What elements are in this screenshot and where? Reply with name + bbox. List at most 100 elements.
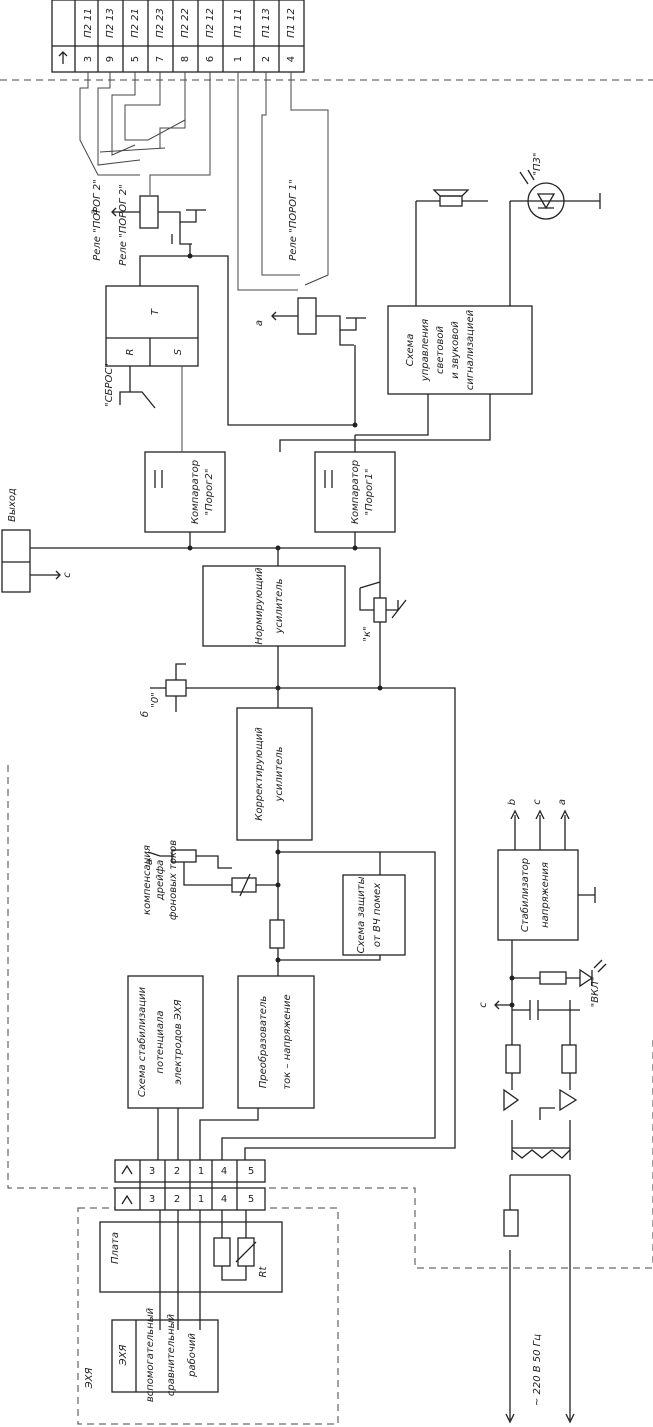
- relay2-contacts: [79, 72, 211, 195]
- svg-text:2: 2: [174, 1194, 180, 1205]
- svg-text:5: 5: [248, 1166, 254, 1177]
- comparator-1: Компаратор "Порог1": [314, 451, 396, 533]
- svg-text:4: 4: [221, 1194, 227, 1205]
- trigger: Т R S: [105, 285, 199, 367]
- wire: [279, 201, 511, 452]
- svg-text:а: а: [557, 799, 568, 805]
- svg-text:а: а: [144, 859, 155, 865]
- mains-label: ~ 220 В 50 Гц: [532, 1334, 543, 1406]
- svg-text:Корректирующий: Корректирующий: [254, 727, 265, 821]
- normalizing-amplifier: Нормирующий усилитель: [202, 565, 346, 647]
- svg-text:"ВКЛ": "ВКЛ": [590, 977, 601, 1008]
- svg-text:"к": "к": [362, 626, 373, 641]
- device-boundary: [7, 765, 653, 1269]
- relay2-coil: а Реле "ПОРОГ 2": [89, 179, 206, 261]
- power-supply: с "ВКЛ": [478, 940, 607, 1424]
- relay2-caption: Реле "ПОРОГ 2": [118, 184, 129, 266]
- svg-text:Компаратор: Компаратор: [190, 460, 201, 524]
- wire: [199, 1108, 259, 1160]
- svg-text:сравнительный: сравнительный: [166, 1313, 177, 1396]
- svg-text:Схема: Схема: [405, 334, 416, 367]
- svg-text:с: с: [478, 1002, 489, 1008]
- svg-text:1: 1: [198, 1194, 204, 1205]
- pin-code: П1 12: [286, 8, 297, 38]
- svg-text:с: с: [532, 799, 543, 805]
- relay2-label: Реле "ПОРОГ 2": [92, 179, 103, 261]
- lamp-label: "П3": [532, 152, 543, 175]
- pin-number: 8: [180, 56, 191, 62]
- svg-text:напряжения: напряжения: [540, 862, 551, 928]
- svg-text:4: 4: [221, 1166, 227, 1177]
- svg-text:Преобразователь: Преобразователь: [257, 996, 269, 1089]
- sensor-boundary: [77, 1207, 339, 1425]
- svg-text:Схема стабилизации: Схема стабилизации: [136, 986, 148, 1097]
- middle-connector: 3 2 1 4 5 3 2 1 4 5: [114, 1159, 266, 1211]
- wire: [190, 255, 356, 426]
- plate-block: Плата Rt: [99, 1210, 283, 1293]
- svg-text:"Порог2": "Порог2": [204, 469, 215, 516]
- alarm-circuit-block: Схема управления световой и звуковой сиг…: [387, 305, 533, 395]
- lamp-icon: "П3": [510, 152, 601, 220]
- svg-text:компенсация: компенсация: [142, 845, 153, 915]
- svg-text:и звуковой: и звуковой: [450, 321, 461, 379]
- svg-text:фоновых токов: фоновых токов: [168, 840, 179, 920]
- svg-text:ЭХЯ: ЭХЯ: [84, 1368, 95, 1390]
- svg-text:Выход: Выход: [7, 488, 18, 522]
- pin-code: П2 13: [105, 8, 116, 38]
- pin-number: 4: [286, 56, 297, 62]
- pin-code: П2 23: [155, 8, 166, 38]
- relay1-a-label: а: [254, 320, 265, 326]
- relay1-caption: Реле "ПОРОГ 1": [288, 179, 299, 261]
- potential-stabilization: Схема стабилизации потенциала электродов…: [127, 975, 204, 1109]
- svg-text:5: 5: [248, 1194, 254, 1205]
- svg-text:Схема защиты: Схема защиты: [356, 876, 367, 953]
- svg-text:Нормирующий: Нормирующий: [254, 567, 265, 645]
- pin-code: П2 21: [130, 8, 141, 38]
- trigger-s: S: [173, 348, 184, 355]
- svg-text:ток – напряжение: ток – напряжение: [282, 994, 293, 1089]
- pin-code: П2 12: [205, 8, 216, 38]
- svg-text:усилитель: усилитель: [274, 578, 285, 634]
- trigger-t: Т: [150, 308, 161, 315]
- resistor-icon: [269, 919, 285, 949]
- reset-label: "СБРОС": [104, 363, 115, 407]
- wire: [278, 852, 381, 961]
- pin-number: 5: [130, 56, 141, 62]
- svg-text:потенциала: потенциала: [155, 1010, 166, 1073]
- reset-button-symbol: "СБРОС": [104, 363, 156, 409]
- relay-a-label: а: [89, 209, 100, 215]
- current-voltage-converter: Преобразователь ток – напряжение: [237, 975, 315, 1109]
- electrochemical-cell: ЭХЯ вспомогательный сравнительный рабочи…: [84, 1210, 219, 1402]
- hf-protection-block: Схема защиты от ВЧ помех: [342, 874, 406, 956]
- svg-text:2: 2: [174, 1166, 180, 1177]
- zero-potentiometer: б "0": [139, 663, 203, 717]
- svg-text:от ВЧ помех: от ВЧ помех: [372, 883, 383, 947]
- wire: [139, 244, 191, 286]
- svg-text:дрейфа: дрейфа: [155, 860, 166, 902]
- svg-text:3: 3: [149, 1166, 155, 1177]
- svg-text:Компаратор: Компаратор: [350, 460, 361, 524]
- svg-text:1: 1: [198, 1166, 204, 1177]
- svg-text:"Порог1": "Порог1": [364, 469, 375, 516]
- voltage-stabilizer: Стабилизатор напряжения b с а: [497, 799, 596, 941]
- top-connector: 3 9 5 7 8 6 1 2 4 П2 11 П2 13 П2 21 П2 2…: [51, 0, 305, 73]
- connector-arrow-icon: [58, 51, 68, 64]
- signal-bus: [30, 532, 381, 590]
- comparator-2: Компаратор "Порог2": [144, 451, 226, 533]
- svg-text:Стабилизатор: Стабилизатор: [519, 858, 531, 932]
- speaker-icon: [416, 189, 488, 207]
- pin-code: П2 11: [83, 8, 94, 38]
- svg-text:вспомогательный: вспомогательный: [145, 1307, 156, 1402]
- pin-code: П2 22: [180, 8, 191, 38]
- svg-text:с: с: [62, 572, 73, 578]
- svg-text:рабочий: рабочий: [186, 1333, 198, 1378]
- output-meter: с Выход: [1, 488, 73, 593]
- pin-number: 1: [233, 56, 244, 62]
- wire: [203, 646, 456, 1160]
- svg-text:Плата: Плата: [110, 1232, 121, 1264]
- svg-text:сигнализацией: сигнализацией: [465, 309, 476, 390]
- pin-code: П1 13: [261, 8, 272, 38]
- svg-text:b: b: [507, 799, 518, 805]
- svg-text:б: б: [139, 711, 151, 717]
